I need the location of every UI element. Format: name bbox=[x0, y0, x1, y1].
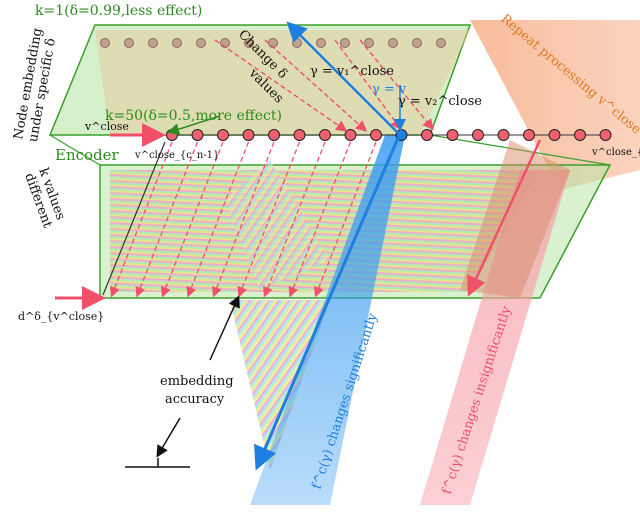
top-node bbox=[268, 38, 278, 48]
gamma-v-label: γ = v bbox=[372, 82, 407, 97]
accuracy-arrow-down bbox=[156, 417, 181, 458]
dashed-arrow bbox=[161, 141, 224, 298]
top-node bbox=[388, 38, 398, 48]
plane-edge-left bbox=[49, 134, 101, 166]
accuracy-arrow-up bbox=[209, 295, 240, 361]
gamma-v1-label: γ = v₁^close bbox=[310, 64, 394, 79]
blue-arrow-down bbox=[254, 137, 400, 471]
mid-node bbox=[242, 129, 255, 141]
embedding-stripes bbox=[110, 170, 540, 292]
dashed-arrow bbox=[314, 141, 377, 298]
mid-node bbox=[191, 129, 204, 141]
dashed-arrow bbox=[288, 141, 352, 298]
mid-node bbox=[599, 129, 612, 141]
top-plane-shade bbox=[95, 30, 470, 135]
mid-node bbox=[523, 129, 535, 141]
top-node bbox=[436, 38, 446, 48]
top-node bbox=[100, 38, 110, 48]
v-cn-label: v^close_{c_n} bbox=[591, 147, 640, 158]
k-mid-label: k=50(δ=0.5,more effect) bbox=[105, 108, 282, 124]
encoder-label: Encoder bbox=[55, 146, 120, 164]
top-node bbox=[364, 38, 374, 48]
embedding-accuracy-label-2: accuracy bbox=[165, 392, 225, 407]
mid-node bbox=[574, 129, 586, 141]
mid-node bbox=[446, 129, 459, 141]
dashed-arrow bbox=[263, 141, 326, 298]
change-delta-arrow-2 bbox=[334, 39, 402, 131]
dashed-arrows bbox=[102, 141, 377, 298]
change-delta-arrow-4 bbox=[214, 39, 348, 132]
d-label: d^δ_{v^close} bbox=[18, 310, 104, 323]
v-close-in-label: v^close bbox=[84, 120, 129, 133]
top-node bbox=[172, 38, 182, 48]
k-top-label: k=1(δ=0.99,less effect) bbox=[35, 3, 202, 19]
change-delta-arrow-3 bbox=[359, 39, 434, 131]
dashed-arrow bbox=[110, 141, 173, 298]
significant-beam bbox=[250, 135, 405, 505]
mid-row-nodes bbox=[166, 129, 612, 141]
top-node bbox=[316, 38, 326, 48]
top-node bbox=[340, 38, 350, 48]
mid-node bbox=[319, 129, 331, 141]
mid-node bbox=[370, 129, 382, 141]
left-guide-line bbox=[102, 141, 166, 296]
blue-arrow-up bbox=[286, 21, 401, 136]
top-node bbox=[292, 38, 302, 48]
peak-stripes bbox=[225, 160, 330, 290]
mid-node bbox=[268, 129, 280, 141]
embedding-accuracy-label-1: embedding bbox=[160, 374, 234, 389]
top-node bbox=[196, 38, 206, 48]
green-arrow bbox=[167, 115, 221, 135]
dashed-arrow bbox=[237, 141, 301, 298]
insignificant-beam-top bbox=[460, 140, 570, 298]
top-node bbox=[244, 38, 254, 48]
mid-node bbox=[548, 129, 561, 141]
mid-node bbox=[421, 129, 433, 141]
mid-node bbox=[217, 129, 229, 141]
dashed-arrow bbox=[135, 141, 199, 298]
top-node bbox=[412, 38, 422, 48]
mid-node bbox=[497, 129, 510, 141]
top-row-nodes bbox=[100, 38, 446, 48]
accuracy-projection bbox=[230, 300, 330, 470]
v-cn-minus1-label: v^close_{c_n-1} bbox=[134, 150, 219, 161]
pink-arrow bbox=[467, 139, 542, 297]
top-node bbox=[124, 38, 134, 48]
mid-node bbox=[472, 129, 484, 141]
change-delta-arrow-1 bbox=[264, 39, 368, 132]
repeat-beam bbox=[470, 20, 640, 190]
dashed-arrow bbox=[212, 141, 275, 298]
mid-node bbox=[293, 129, 306, 141]
gamma-v2-label: γ = v₂^close bbox=[398, 94, 482, 109]
dashed-arrow bbox=[186, 141, 250, 298]
top-node bbox=[148, 38, 158, 48]
mid-node bbox=[344, 129, 357, 141]
